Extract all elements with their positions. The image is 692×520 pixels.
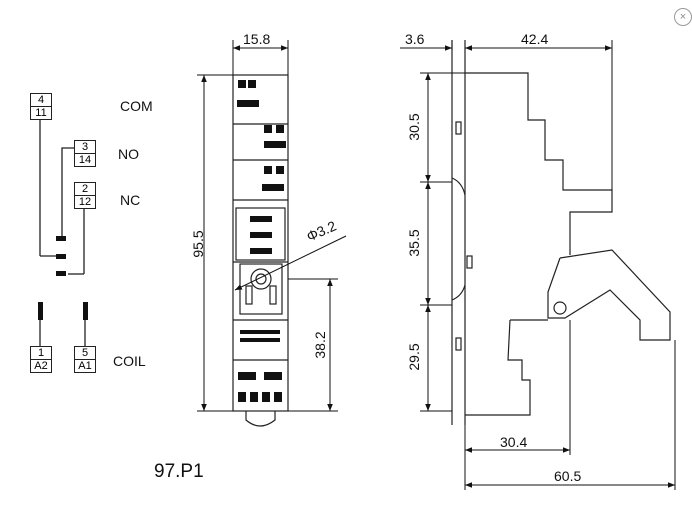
contact-marks: [38, 236, 88, 320]
clip-depth-dim: 30.4: [500, 434, 528, 450]
terminal-a2-box: 1 A2: [30, 346, 52, 373]
seg-mid-dim: 35.5: [406, 229, 422, 257]
terminal-nc-box: 2 12: [74, 182, 96, 209]
front-view-terminals: [237, 80, 286, 402]
hole-height-dim: 38.2: [312, 331, 328, 359]
top-offset-dim: 3.6: [405, 31, 425, 47]
schematic-wiring: [39, 119, 85, 275]
terminal-a2-top: 1: [37, 347, 45, 359]
close-icon[interactable]: ×: [674, 8, 692, 26]
terminal-a1-top: 5: [81, 347, 89, 359]
front-view-dimensions: [197, 40, 347, 412]
terminal-no-bottom: 14: [75, 153, 95, 166]
front-width-dim: 15.8: [243, 31, 271, 47]
seg-top-dim: 30.5: [406, 113, 422, 141]
coil-label: COIL: [113, 353, 146, 369]
terminal-a1-bottom: A1: [75, 359, 95, 372]
terminal-nc-top: 2: [81, 183, 89, 195]
side-view-body: [451, 40, 671, 425]
depth-dim: 42.4: [521, 31, 549, 47]
terminal-no-box: 3 14: [74, 140, 96, 167]
front-view-body: [232, 74, 289, 427]
terminal-com-top: 4: [37, 94, 45, 106]
terminal-com-label: COM: [120, 98, 153, 114]
terminal-a2-bottom: A2: [31, 359, 51, 372]
model-label: 97.P1: [154, 461, 204, 482]
terminal-nc-bottom: 12: [75, 195, 95, 208]
side-view-dimensions: [400, 40, 676, 490]
seg-bottom-dim: 29.5: [406, 343, 422, 371]
terminal-com-bottom: 11: [31, 106, 51, 119]
terminal-com-box: 4 11: [30, 93, 52, 120]
terminal-nc-label: NC: [120, 192, 141, 208]
terminal-a1-box: 5 A1: [74, 346, 96, 373]
terminal-no-label: NO: [118, 146, 139, 162]
terminal-no-top: 3: [81, 141, 89, 153]
front-height-dim: 95.5: [190, 230, 206, 258]
total-depth-dim: 60.5: [554, 468, 582, 484]
